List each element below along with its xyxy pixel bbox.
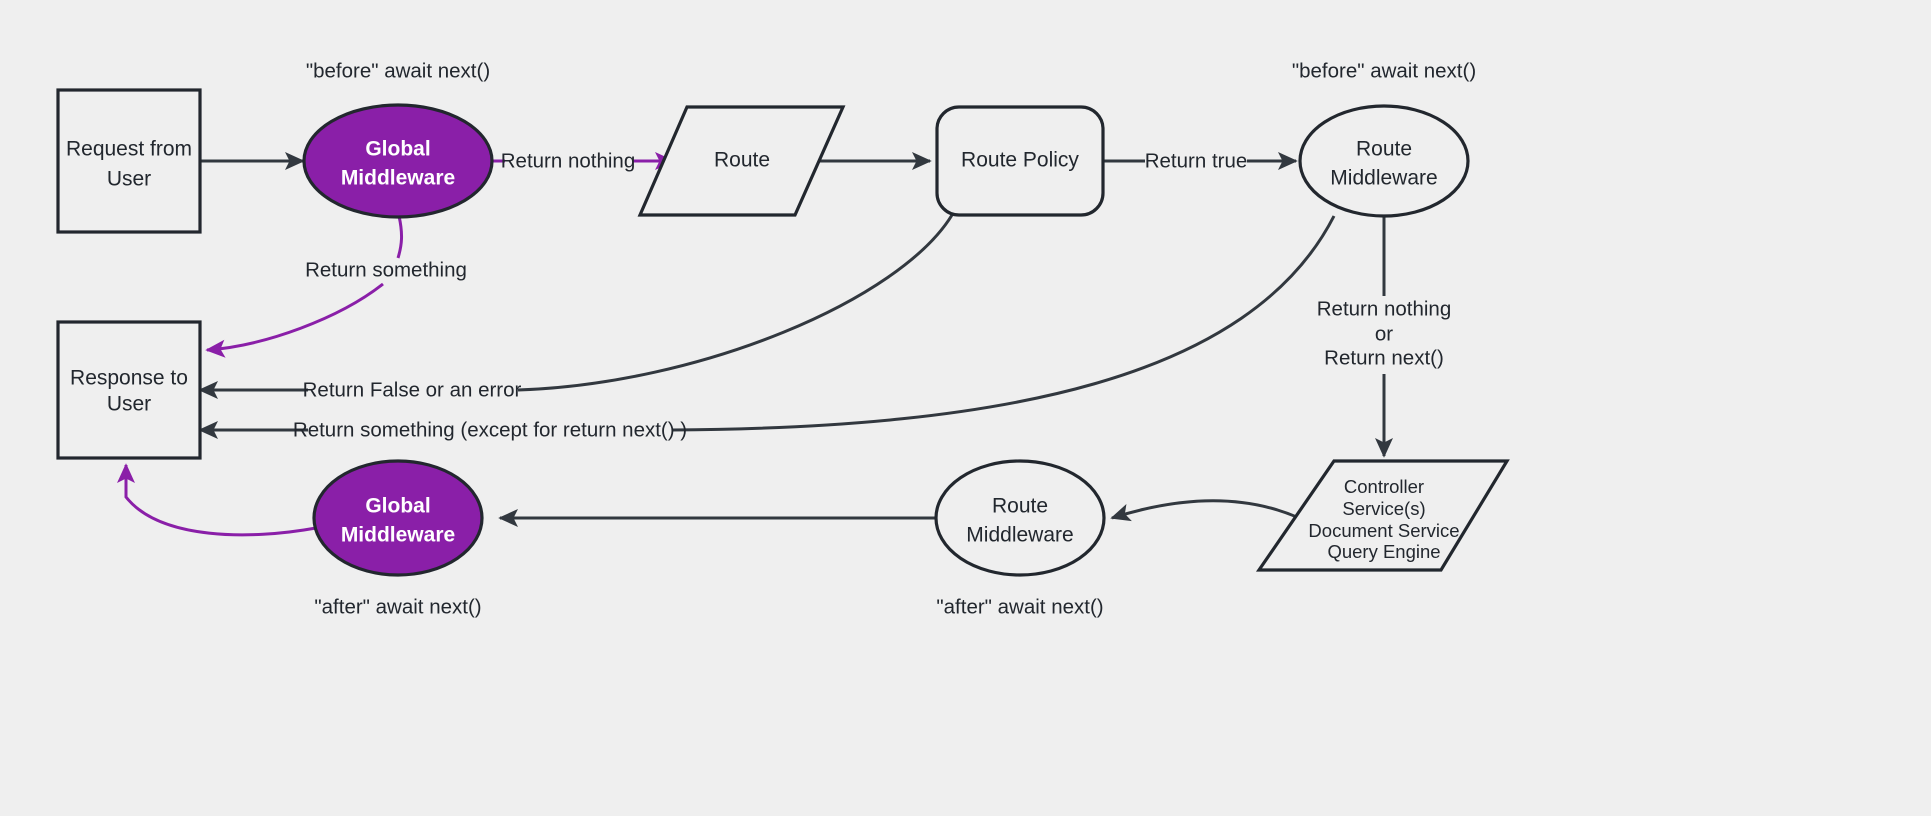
global-middleware-bottom-ellipse <box>312 459 484 577</box>
edge-global-top-to-response-upper <box>396 215 403 259</box>
edge-controller-to-route-middleware-bottom <box>1110 499 1300 522</box>
anno-after-global: "after" await next() <box>314 595 481 618</box>
node-global-middleware-top[interactable]: Global Middleware <box>302 103 494 219</box>
route-middleware-top-ellipse <box>1298 104 1470 218</box>
label-return-true: Return true <box>1145 149 1248 172</box>
global-middleware-top-ellipse <box>302 103 494 219</box>
node-response-to-user[interactable]: Response to User <box>56 320 202 460</box>
global-middleware-top-label-line2: Middleware <box>341 167 455 190</box>
node-request-from-user[interactable]: Request from User <box>56 88 202 234</box>
request-from-user-label-line1: Request from <box>66 138 192 161</box>
edge-global-middleware-bottom-to-response <box>117 463 317 537</box>
label-return-something-except: Return something (except for return next… <box>293 418 687 441</box>
controller-services-label-line3: Document Service <box>1308 520 1459 541</box>
label-return-nothing: Return nothing <box>501 149 635 172</box>
edge-routemw-to-response <box>671 215 1336 432</box>
route-middleware-bottom-label-line2: Middleware <box>966 524 1073 547</box>
edge-policy-to-response <box>517 214 954 392</box>
global-middleware-bottom-label-line1: Global <box>365 495 430 518</box>
request-from-user-label-line2: User <box>107 168 151 191</box>
response-to-user-label-line1: Response to <box>70 367 188 390</box>
node-route-middleware-bottom[interactable]: Route Middleware <box>934 459 1106 577</box>
edge-global-top-to-response <box>205 282 384 358</box>
label-return-nothing-2: Return nothing <box>1317 297 1451 320</box>
route-middleware-bottom-ellipse <box>934 459 1106 577</box>
anno-after-route-mw: "after" await next() <box>936 595 1103 618</box>
route-parallelogram <box>637 105 846 217</box>
anno-before-global: "before" await next() <box>306 59 490 82</box>
route-middleware-bottom-label-line1: Route <box>992 495 1048 518</box>
node-route[interactable]: Route <box>637 105 846 217</box>
anno-before-route-mw: "before" await next() <box>1292 59 1476 82</box>
route-middleware-top-label-line1: Route <box>1356 138 1412 161</box>
controller-services-parallelogram <box>1255 459 1510 572</box>
route-policy-box <box>935 105 1105 217</box>
node-controller-services[interactable]: Controller Service(s) Document Service Q… <box>1255 459 1510 572</box>
response-to-user-box <box>56 320 202 460</box>
label-return-next: Return next() <box>1324 346 1444 369</box>
global-middleware-top-label-line1: Global <box>365 138 430 161</box>
label-return-false-or-error: Return False or an error <box>303 378 522 401</box>
controller-services-label-line2: Service(s) <box>1342 498 1425 519</box>
request-from-user-box <box>56 88 202 234</box>
node-route-policy[interactable]: Route Policy <box>935 105 1105 217</box>
node-global-middleware-bottom[interactable]: Global Middleware <box>312 459 484 577</box>
response-to-user-label-line2: User <box>107 393 151 416</box>
global-middleware-bottom-label-line2: Middleware <box>341 524 455 547</box>
label-return-something: Return something <box>305 258 467 281</box>
route-label: Route <box>714 149 770 172</box>
route-policy-label: Route Policy <box>961 149 1079 172</box>
route-middleware-top-label-line2: Middleware <box>1330 167 1437 190</box>
controller-services-label-line4: Query Engine <box>1327 541 1440 562</box>
node-route-middleware-top[interactable]: Route Middleware <box>1298 104 1470 218</box>
label-or: or <box>1375 322 1393 345</box>
controller-services-label-line1: Controller <box>1344 476 1424 497</box>
